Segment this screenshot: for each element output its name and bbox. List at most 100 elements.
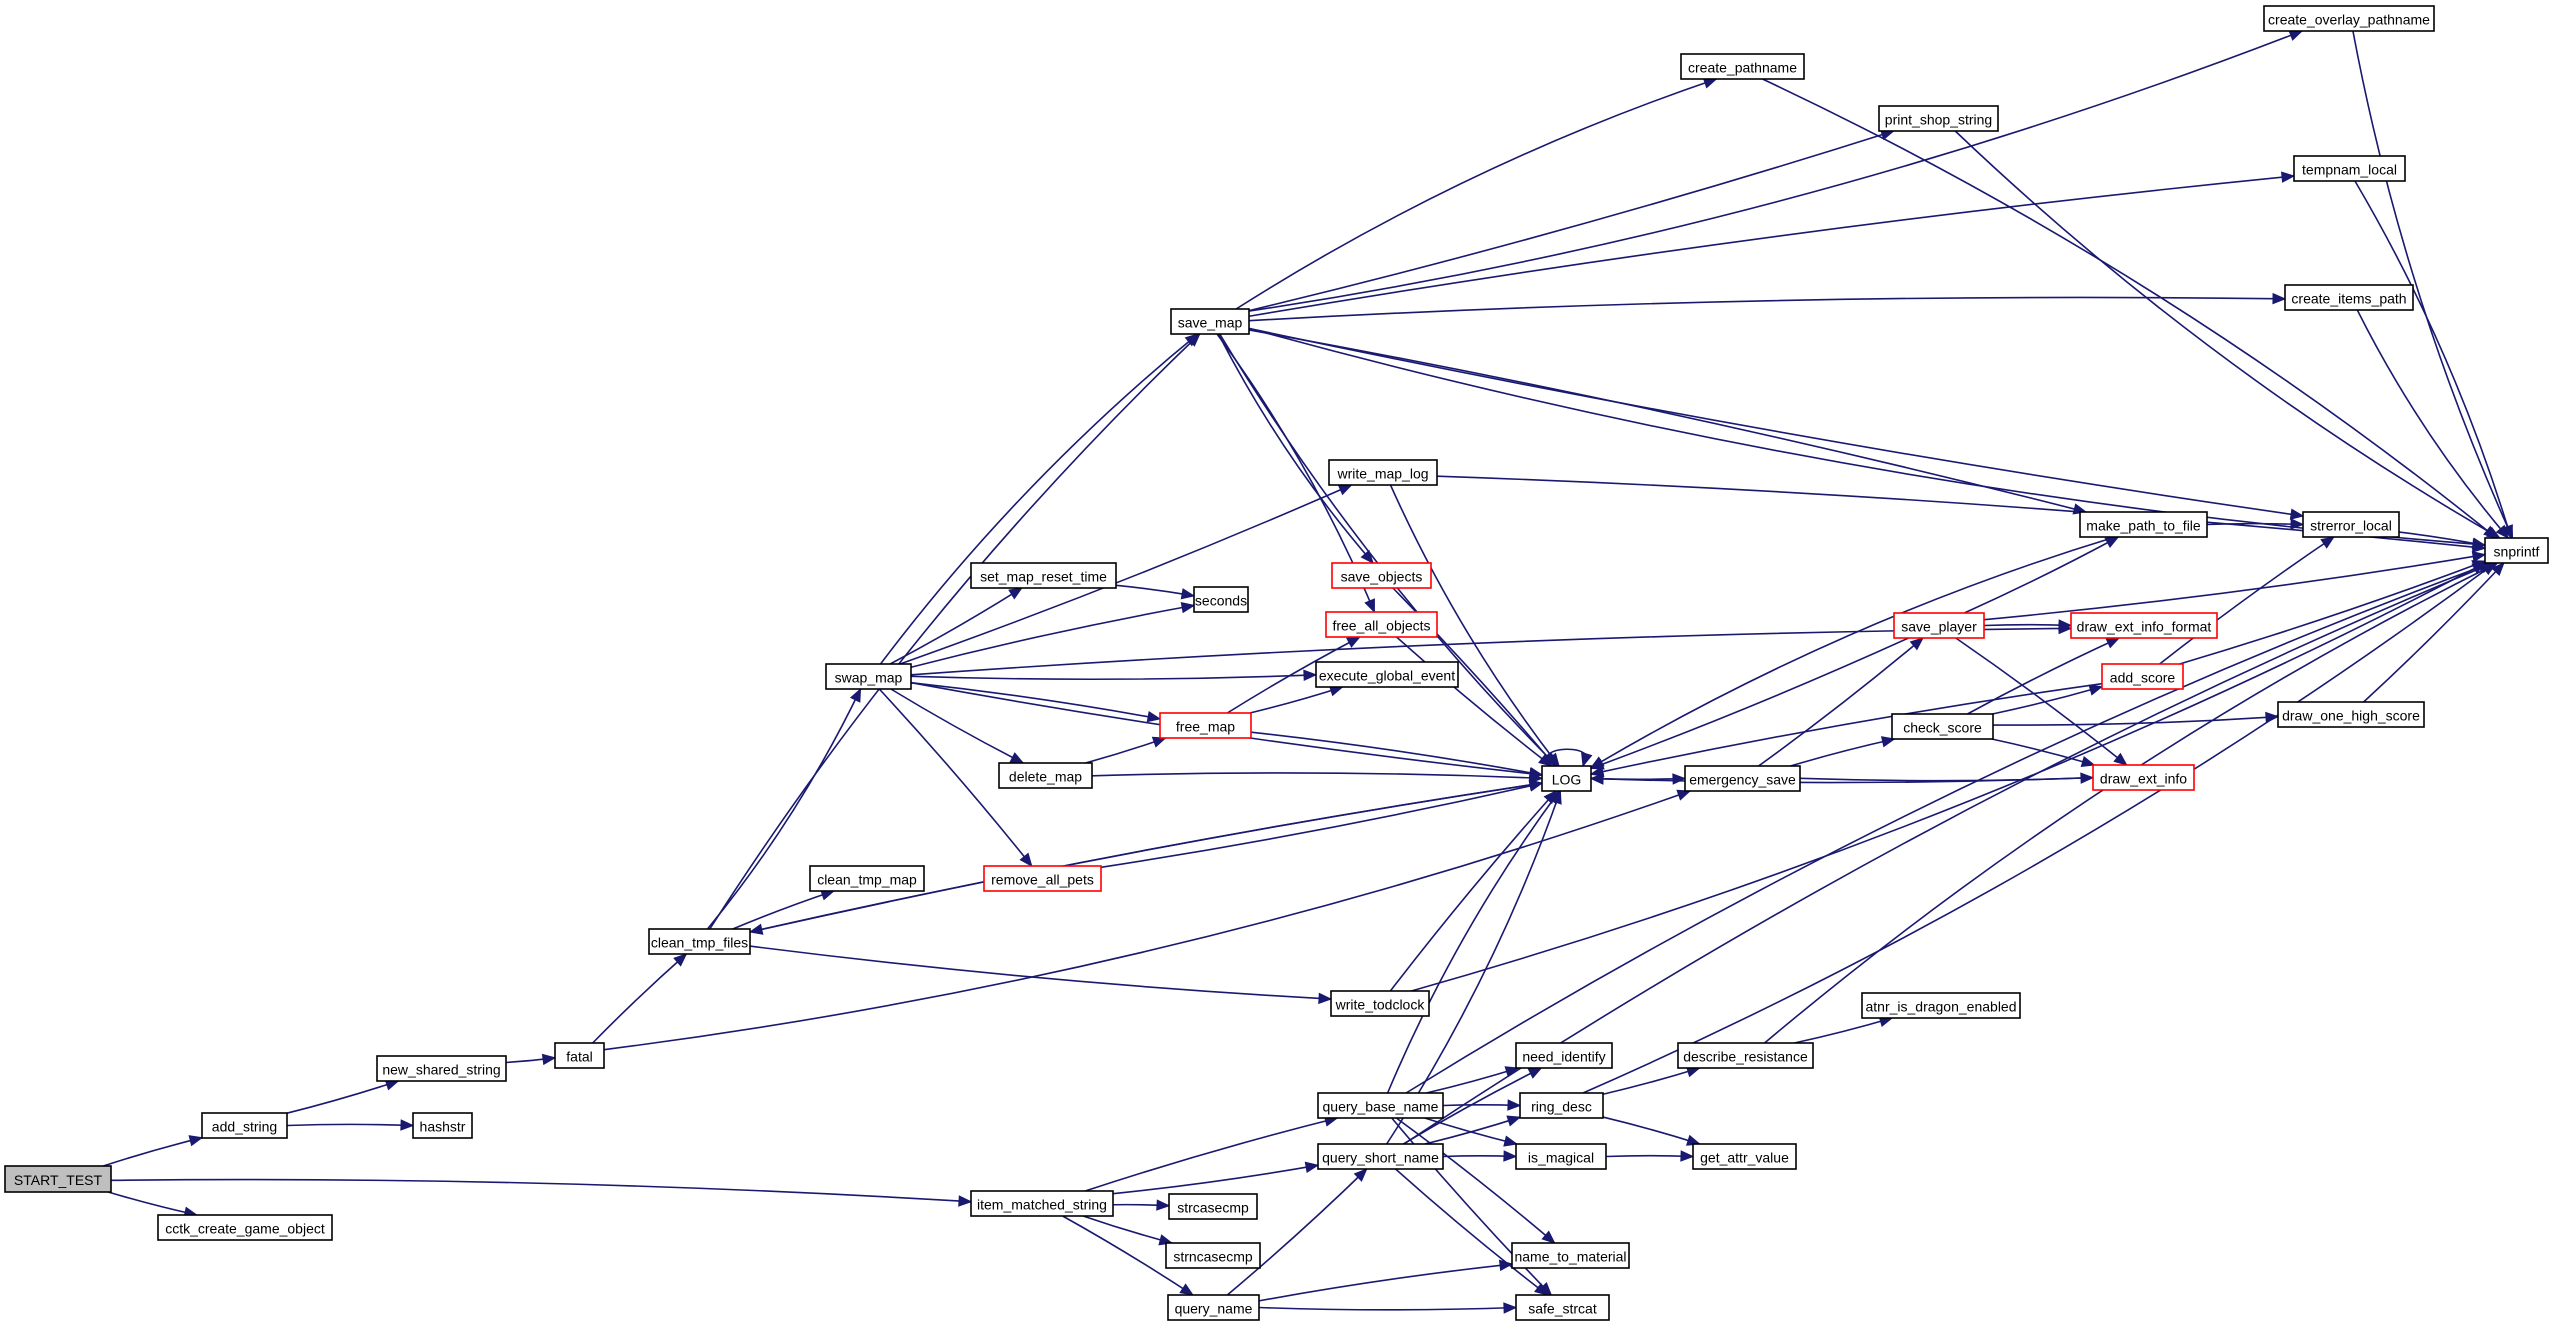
node-snprintf[interactable]: snprintf bbox=[2484, 537, 2549, 564]
node-label: set_map_reset_time bbox=[980, 569, 1107, 585]
edge-item_matched_string-to-query_short_name bbox=[1112, 1161, 1320, 1195]
node-delete-map[interactable]: delete_map bbox=[998, 762, 1093, 789]
node-emergency-save[interactable]: emergency_save bbox=[1684, 765, 1801, 792]
node-write-todclock[interactable]: write_todclock bbox=[1330, 990, 1430, 1017]
node-cctk-create-game-object[interactable]: cctk_create_game_object bbox=[157, 1214, 333, 1241]
node-ring-desc[interactable]: ring_desc bbox=[1519, 1092, 1604, 1119]
node-execute-global-event[interactable]: execute_global_event bbox=[1315, 661, 1459, 688]
node-create-items-path[interactable]: create_items_path bbox=[2284, 284, 2414, 311]
node-item-matched-string[interactable]: item_matched_string bbox=[970, 1190, 1114, 1217]
node-create-pathname[interactable]: create_pathname bbox=[1680, 53, 1805, 80]
edge-line bbox=[1112, 1164, 1319, 1195]
node-label: strerror_local bbox=[2310, 518, 2392, 534]
arrowhead-icon bbox=[2088, 684, 2104, 696]
edge-save_player-to-draw_ext_info_format bbox=[1983, 619, 2073, 631]
arrowhead-icon bbox=[1304, 1161, 1320, 1174]
node-seconds[interactable]: seconds bbox=[1193, 586, 1249, 613]
edge-line bbox=[2179, 560, 2486, 665]
node-draw-ext-info[interactable]: draw_ext_info bbox=[2092, 764, 2195, 791]
edge-free_all_objects-to-LOG bbox=[1395, 636, 1553, 767]
edge-line bbox=[592, 953, 687, 1044]
node-label: emergency_save bbox=[1689, 772, 1796, 788]
node-clean-tmp-map[interactable]: clean_tmp_map bbox=[809, 865, 925, 892]
node-query-base-name[interactable]: query_base_name bbox=[1317, 1092, 1444, 1119]
node-box bbox=[1519, 1092, 1604, 1119]
arrowhead-icon bbox=[2105, 637, 2121, 649]
node-hashstr[interactable]: hashstr bbox=[412, 1112, 473, 1139]
node-need-identify[interactable]: need_identify bbox=[1515, 1042, 1613, 1069]
edge-line bbox=[899, 484, 1352, 665]
node-swap-map[interactable]: swap_map bbox=[825, 663, 912, 690]
node-query-short-name[interactable]: query_short_name bbox=[1317, 1143, 1444, 1170]
node-make-path-to-file[interactable]: make_path_to_file bbox=[2079, 511, 2208, 538]
arrowhead-icon bbox=[2471, 537, 2487, 549]
node-save-objects[interactable]: save_objects bbox=[1331, 562, 1432, 589]
node-label: check_score bbox=[1903, 720, 1982, 736]
node-save-map[interactable]: save_map bbox=[1170, 308, 1250, 335]
edge-START_TEST-to-item_matched_string bbox=[110, 1178, 973, 1207]
node-atnr-is-dragon-enabled[interactable]: atnr_is_dragon_enabled bbox=[1861, 992, 2021, 1019]
edge-line bbox=[286, 1080, 399, 1114]
node-name-to-material[interactable]: name_to_material bbox=[1511, 1242, 1630, 1269]
node-print-shop-string[interactable]: print_shop_string bbox=[1878, 105, 1999, 132]
node-remove-all-pets[interactable]: remove_all_pets bbox=[983, 865, 1102, 892]
node-set-map-reset-time[interactable]: set_map_reset_time bbox=[970, 562, 1117, 589]
node-query-name[interactable]: query_name bbox=[1167, 1294, 1260, 1321]
edge-line bbox=[1605, 1154, 1694, 1158]
node-label: print_shop_string bbox=[1885, 112, 1992, 128]
node-safe-strcat[interactable]: safe_strcat bbox=[1515, 1294, 1610, 1321]
node-add-string[interactable]: add_string bbox=[201, 1112, 288, 1139]
node-label: safe_strcat bbox=[1528, 1301, 1597, 1317]
edge-START_TEST-to-add_string bbox=[103, 1135, 204, 1167]
arrowhead-icon bbox=[2290, 518, 2305, 530]
node-describe-resistance[interactable]: describe_resistance bbox=[1677, 1042, 1814, 1069]
node-fatal[interactable]: fatal bbox=[554, 1042, 605, 1069]
edge-line bbox=[1411, 562, 2486, 992]
edge-LOG-to-LOG bbox=[1546, 748, 1593, 768]
node-draw-one-high-score[interactable]: draw_one_high_score bbox=[2277, 701, 2425, 728]
node-box bbox=[2302, 511, 2400, 538]
edge-is_magical-to-get_attr_value bbox=[1605, 1150, 1695, 1162]
node-tempnam-local[interactable]: tempnam_local bbox=[2293, 155, 2406, 182]
node-check-score[interactable]: check_score bbox=[1891, 713, 1994, 740]
edge-line bbox=[749, 945, 1332, 1000]
node-label: clean_tmp_map bbox=[817, 872, 917, 888]
node-free-all-objects[interactable]: free_all_objects bbox=[1325, 611, 1438, 638]
edge-line bbox=[1954, 130, 2501, 539]
node-label: snprintf bbox=[2494, 544, 2540, 560]
node-label: tempnam_local bbox=[2302, 162, 2397, 178]
node-write-map-log[interactable]: write_map_log bbox=[1328, 459, 1438, 486]
node-strncasecmp[interactable]: strncasecmp bbox=[1165, 1242, 1261, 1269]
node-save-player[interactable]: save_player bbox=[1893, 612, 1985, 639]
node-box bbox=[1692, 1143, 1797, 1170]
node-is-magical[interactable]: is_magical bbox=[1515, 1143, 1607, 1170]
arrowhead-icon bbox=[1581, 751, 1593, 768]
node-box bbox=[809, 865, 925, 892]
node-free-map[interactable]: free_map bbox=[1159, 712, 1252, 739]
arrowhead-icon bbox=[1550, 789, 1562, 805]
edge-item_matched_string-to-strncasecmp bbox=[1082, 1215, 1174, 1246]
edge-describe_resistance-to-atnr_is_dragon_enabled bbox=[1794, 1016, 1894, 1044]
node-get-attr-value[interactable]: get_attr_value bbox=[1692, 1143, 1797, 1170]
node-box bbox=[2079, 511, 2208, 538]
edge-line bbox=[1217, 333, 1374, 564]
node-clean-tmp-files[interactable]: clean_tmp_files bbox=[648, 928, 751, 955]
node-box bbox=[1317, 1092, 1444, 1119]
node-start-test[interactable]: START_TEST bbox=[4, 1165, 112, 1193]
node-strerror-local[interactable]: strerror_local bbox=[2302, 511, 2400, 538]
edge-check_score-to-draw_ext_info bbox=[1991, 738, 2096, 768]
node-new-shared-string[interactable]: new_shared_string bbox=[376, 1055, 507, 1082]
node-strcasecmp[interactable]: strcasecmp bbox=[1168, 1193, 1258, 1220]
node-log[interactable]: LOG bbox=[1541, 765, 1592, 792]
edge-line bbox=[1226, 636, 1361, 714]
node-draw-ext-info-format[interactable]: draw_ext_info_format bbox=[2070, 612, 2218, 639]
edge-add_score-to-snprintf bbox=[2179, 560, 2487, 665]
node-add-score[interactable]: add_score bbox=[2101, 663, 2184, 690]
arrowhead-icon bbox=[2080, 755, 2096, 768]
edge-query_base_name-to-ring_desc bbox=[1442, 1099, 1522, 1111]
node-box bbox=[1315, 661, 1459, 688]
node-box bbox=[2277, 701, 2425, 728]
edge-clean_tmp_files-to-write_todclock bbox=[749, 945, 1333, 1005]
node-create-overlay-pathname[interactable]: create_overlay_pathname bbox=[2263, 5, 2435, 32]
